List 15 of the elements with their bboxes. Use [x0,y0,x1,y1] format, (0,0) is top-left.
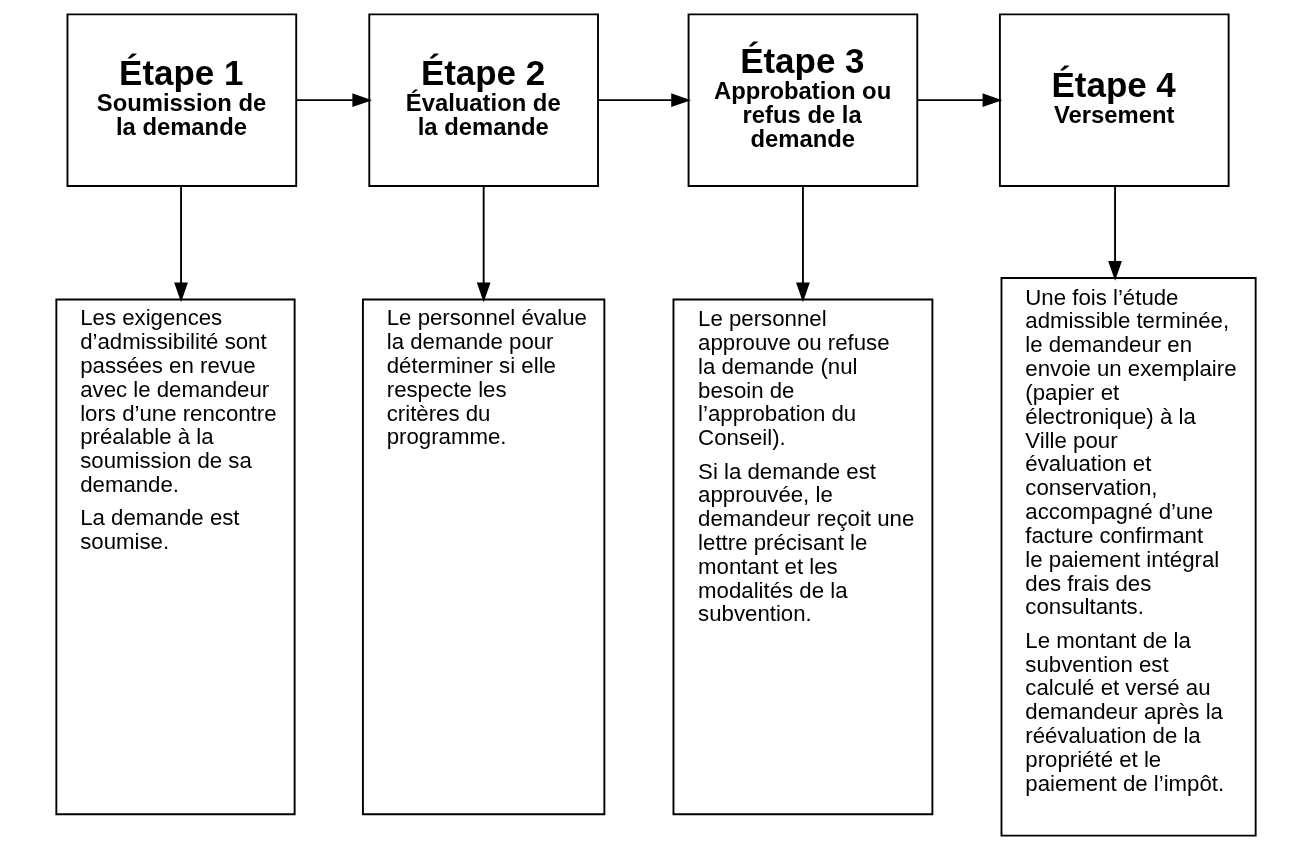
arrow [174,185,188,303]
node-box: Une fois l’étude admissible terminée, le demandeur en envoie un exemplaire (papier et électronique) à la Ville pour évaluation et conservation, accompagné d’une facture confirmant le paiement intégral des frais des consultants. Le montant de la subvention est calculé et versé au demandeur après la réévaluation de la propriété et le paiement de l’impôt. [1000,277,1257,837]
node-box: Étape 4 Versement [998,13,1230,187]
arrow [796,185,810,303]
arrow [476,185,491,303]
arrow [1108,185,1122,281]
arrow [916,93,1003,108]
node-box: Les exigences d’admissibilité sont passées en revue avec le demandeur lors d’une rencontre préalable à la soumission de sa demande. La demande est soumise. [55,298,296,816]
arrow [597,93,691,108]
arrow [295,93,373,108]
node-box: Le personnel évalue la demande pour déterminer si elle respecte les critères du programme. [361,298,606,816]
node-box: Étape 2 Évaluation de la demande [368,13,599,187]
node-box: Le personnel approuve ou refuse la demande (nul besoin de l’approbation du Conseil). Si la demande est approuvée, le demandeur reçoit une lettre précisant le montant et les modalités de la subvention. [672,298,934,816]
node-box: Étape 3 Approbation ou refus de la demande [687,13,919,187]
node-box: Étape 1 Soumission de la demande [66,13,298,187]
